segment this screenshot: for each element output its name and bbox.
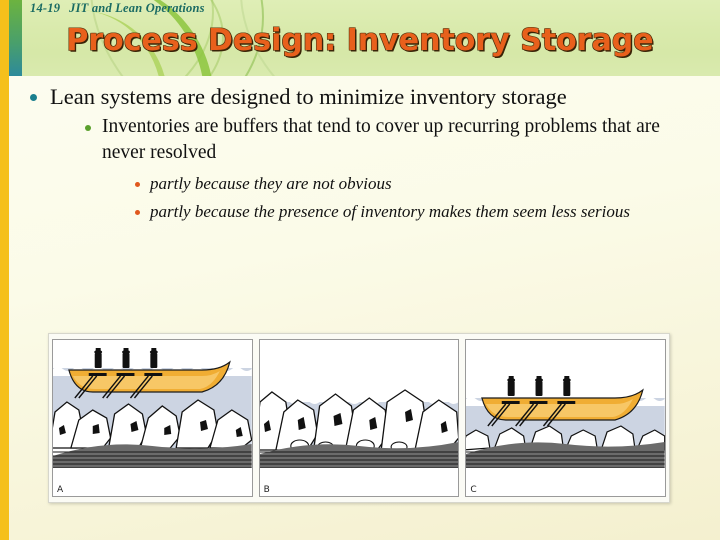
bullet-item-level-3: partly because they are not obvious [128,172,720,196]
bullet-item-level-1: Lean systems are designed to minimize in… [22,82,720,224]
bullet-dot-icon [30,94,37,101]
bullet-dot-icon [135,182,140,187]
bullet-text-level-1: Lean systems are designed to minimize in… [50,84,567,109]
figure-panel-c-label: C [470,485,477,495]
figure-panel-b: B [258,339,460,497]
bullet-dot-icon [135,210,140,215]
figure-panel-a-label: A [57,485,64,495]
bullet-item-level-3: partly because the presence of inventory… [128,200,720,224]
left-accent-bar-green [9,0,22,76]
figure-panel-a-scene [53,340,252,468]
figure-boat-and-rocks: A [48,333,670,503]
figure-panel-a: A [52,339,253,497]
panel-c-illustration-icon [466,340,666,468]
slide-chapter-title: JIT and Lean Operations [69,1,205,15]
slide-number: 14-19 [30,1,61,15]
bullet-item-level-2: Inventories are buffers that tend to cov… [78,114,720,224]
slide-header-band [0,0,720,76]
bullet-list-level-3: partly because they are not obvious part… [128,172,720,224]
decorative-arc-icon [0,0,224,76]
slide-kicker: 14-19 JIT and Lean Operations [30,1,205,16]
figure-panel-b-label: B [263,485,270,495]
bullet-dot-icon [85,125,91,131]
figure-panel-b-scene [259,340,459,468]
figure-panel-c-scene [466,340,666,468]
bullet-text-level-3: partly because the presence of inventory… [150,202,630,221]
bullet-list-level-1: Lean systems are designed to minimize in… [22,82,720,224]
bullet-text-level-2: Inventories are buffers that tend to cov… [102,116,660,163]
panel-b-illustration-icon [259,340,459,468]
figure-panel-c: C [465,339,667,497]
left-accent-bar-yellow [0,0,9,540]
bullet-list-level-2: Inventories are buffers that tend to cov… [78,114,720,224]
slide-body: Lean systems are designed to minimize in… [0,82,720,228]
panel-a-illustration-icon [53,340,252,468]
page-title: Process Design: Inventory Storage [66,23,654,58]
bullet-text-level-3: partly because they are not obvious [150,174,392,193]
